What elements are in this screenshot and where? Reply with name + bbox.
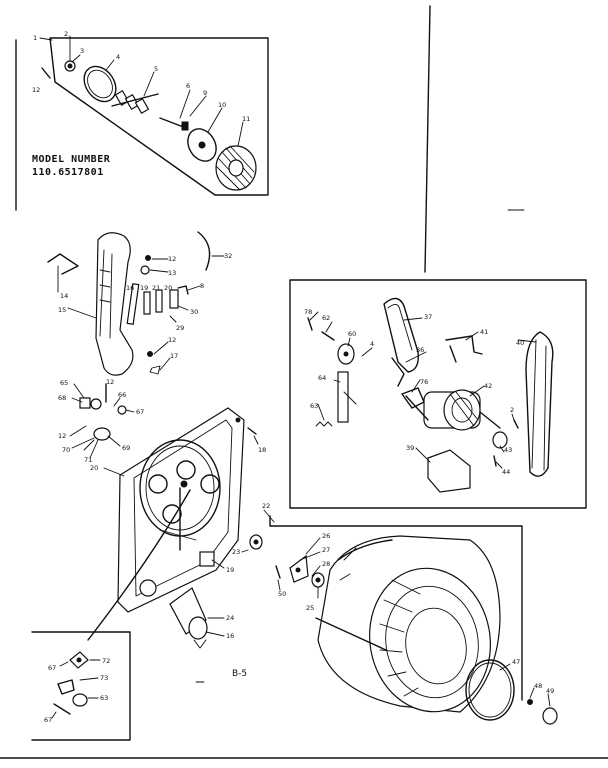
callout-2b: 2 <box>510 406 514 414</box>
callout-4b: 4 <box>370 340 374 348</box>
callout-23: 23 <box>232 548 240 556</box>
callout-36: 36 <box>416 346 424 354</box>
page-reference: B-5 <box>232 669 247 679</box>
callout-73: 73 <box>100 674 108 682</box>
callout-48: 48 <box>534 682 542 690</box>
callout-10: 10 <box>218 101 226 109</box>
callout-20: 20 <box>164 284 172 292</box>
model-number: 110.6517801 <box>32 167 104 178</box>
callout-40: 40 <box>516 339 524 347</box>
callout-12c: 12 <box>168 336 176 344</box>
callout-65: 65 <box>60 379 68 387</box>
callout-18: 18 <box>258 446 266 454</box>
leader-to-inset <box>87 489 191 641</box>
callout-72: 72 <box>102 657 110 665</box>
rear-bearing: 23 <box>232 534 263 556</box>
callout-78: 78 <box>304 308 312 316</box>
callout-11: 11 <box>242 115 250 123</box>
separator-line <box>424 5 431 273</box>
callout-12d: 12 <box>106 378 114 386</box>
callout-50: 50 <box>278 590 286 598</box>
callout-43: 43 <box>504 446 512 454</box>
callout-20b: 20 <box>90 464 98 472</box>
blower-assembly: 1 2 3 4 5 6 9 10 11 12 <box>32 30 269 196</box>
callout-69: 69 <box>122 444 130 452</box>
callout-19b: 19 <box>226 566 234 574</box>
callout-64: 64 <box>318 374 326 382</box>
model-heading: MODEL NUMBER <box>32 154 111 165</box>
callout-67: 67 <box>136 408 144 416</box>
callout-25: 25 <box>306 604 314 612</box>
callout-22: 22 <box>262 502 270 510</box>
callout-37: 37 <box>424 313 432 321</box>
thermostat-cluster: 65 12 66 67 68 12 70 71 69 <box>58 378 144 464</box>
callout-30: 30 <box>190 308 198 316</box>
callout-12: 12 <box>32 86 40 94</box>
callout-67c: 67 <box>44 716 52 724</box>
callout-76: 76 <box>420 378 428 386</box>
callout-32: 32 <box>224 252 232 260</box>
callout-19: 19 <box>140 284 148 292</box>
callout-12b: 12 <box>168 255 176 263</box>
callout-14: 14 <box>60 292 68 300</box>
callout-1: 1 <box>33 34 37 42</box>
callout-39: 39 <box>406 444 414 452</box>
callout-5: 5 <box>154 65 158 73</box>
bottom-left-inset: 67 72 73 63 67 <box>31 631 131 741</box>
callout-21: 21 <box>152 284 160 292</box>
callout-13: 13 <box>168 269 176 277</box>
callout-44: 44 <box>502 468 510 476</box>
callout-29: 29 <box>176 324 184 332</box>
callout-27: 27 <box>322 546 330 554</box>
callout-24: 24 <box>226 614 234 622</box>
callout-2: 2 <box>64 30 68 38</box>
callout-71: 71 <box>84 456 92 464</box>
callout-9: 9 <box>203 89 207 97</box>
callout-15: 15 <box>58 306 66 314</box>
callout-4: 4 <box>116 53 120 61</box>
drum-assembly: 22 26 27 28 50 25 4 <box>262 502 558 725</box>
callout-16: 16 <box>126 284 134 292</box>
model-number-block: MODEL NUMBER 110.6517801 <box>32 154 111 178</box>
callout-17: 17 <box>170 352 178 360</box>
callout-60: 60 <box>348 330 356 338</box>
heater-element: 24 16 <box>169 587 234 649</box>
callout-49: 49 <box>546 687 554 695</box>
callout-68: 68 <box>58 394 66 402</box>
callout-63: 63 <box>100 694 108 702</box>
callout-66: 66 <box>118 391 126 399</box>
callout-47: 47 <box>512 658 520 666</box>
callout-42: 42 <box>484 382 492 390</box>
callout-6: 6 <box>186 82 190 90</box>
motor-drive-inset: 78 62 60 4 64 63 37 36 41 40 76 42 39 43… <box>289 279 587 509</box>
rear-bulkhead: 20 18 19 <box>90 407 266 613</box>
callout-8: 8 <box>200 282 204 290</box>
callout-3: 3 <box>80 47 84 55</box>
callout-63b: 63 <box>310 402 318 410</box>
callout-67b: 67 <box>48 664 56 672</box>
callout-12e: 12 <box>58 432 66 440</box>
callout-41: 41 <box>480 328 488 336</box>
exhaust-duct-assembly: 14 15 12 13 8 32 16 19 21 20 29 30 12 17 <box>47 231 232 376</box>
callout-16b: 16 <box>226 632 234 640</box>
callout-26: 26 <box>322 532 330 540</box>
callout-70: 70 <box>62 446 70 454</box>
callout-28: 28 <box>322 560 330 568</box>
callout-62: 62 <box>322 314 330 322</box>
